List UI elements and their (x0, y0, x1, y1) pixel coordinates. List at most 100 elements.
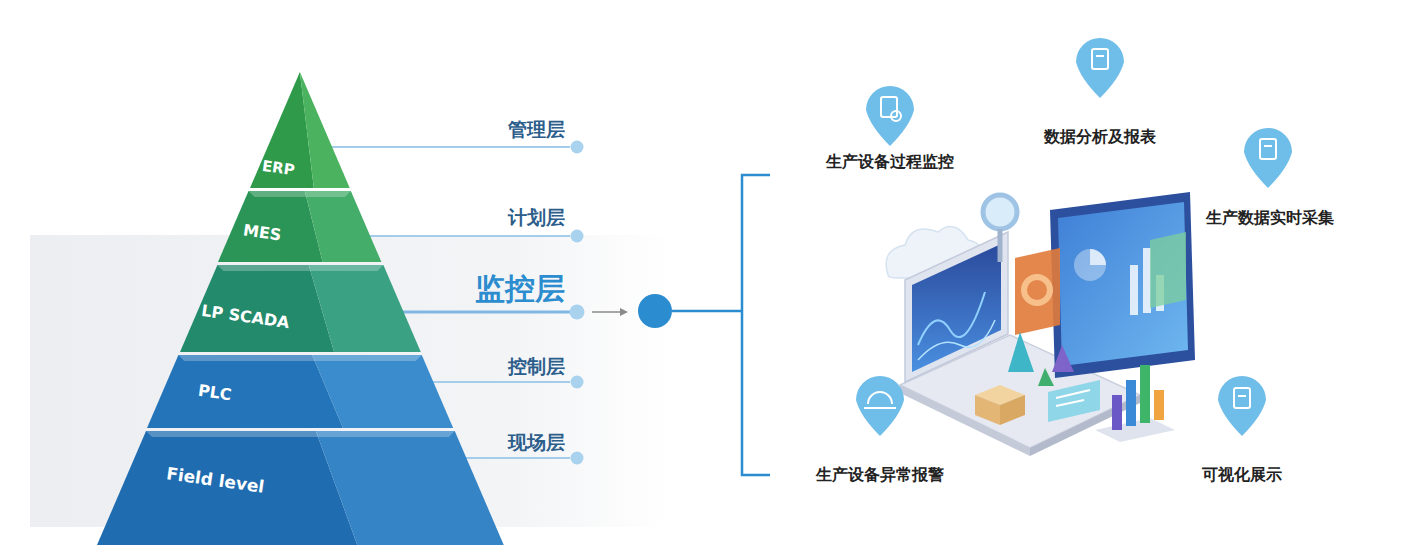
illustration-part (322, 146, 570, 148)
illustration-part (620, 308, 628, 316)
illustration-part (1150, 232, 1186, 308)
label-holder: 可视化展示 (1202, 465, 1282, 486)
layer-title-highlight: 监控层 (475, 269, 565, 310)
layer-face (312, 355, 453, 428)
function-label: 可视化展示 (1202, 465, 1282, 486)
illustration-part (905, 232, 1008, 382)
illustration-part (1260, 139, 1276, 159)
illustration-part (866, 86, 914, 146)
function-label: 生产数据实时采集 (1206, 208, 1334, 229)
plc-layer: PLC (147, 355, 453, 428)
illustration-part (891, 111, 901, 121)
illustration-part (1092, 49, 1108, 69)
illustration-part (918, 292, 985, 345)
illustration-part (672, 310, 742, 313)
field-layer: Field level (97, 431, 504, 545)
layer-face (305, 191, 382, 262)
layer-top-edge (249, 191, 351, 197)
illustration-part (856, 376, 904, 436)
illustration-part (868, 392, 892, 404)
illustration-part (1143, 248, 1151, 313)
label-holder: 监控层 (475, 269, 565, 310)
illustration-part (1074, 249, 1106, 281)
function-label: 生产设备异常报警 (816, 465, 944, 486)
mes-layer: MES (218, 191, 381, 262)
illustration-part (1008, 332, 1034, 372)
illustration-part (1218, 376, 1266, 436)
layer-title: 控制层 (508, 354, 565, 380)
illustration-part (998, 229, 1003, 262)
function-label: 数据分析及报表 (1044, 127, 1156, 148)
label-holder: 生产设备异常报警 (816, 465, 944, 486)
illustration-part (918, 320, 995, 360)
layer-face (147, 355, 343, 428)
layer-name: PLC (197, 380, 233, 404)
illustration-part (1154, 390, 1164, 420)
illustration-part (1264, 145, 1272, 147)
device-illustration (886, 192, 1195, 456)
layer-face (308, 265, 420, 352)
illustration-part (571, 452, 584, 465)
label-holder: 控制层 (508, 354, 565, 380)
illustration-part (1238, 395, 1246, 397)
illustration-part (1140, 365, 1150, 423)
illustration-part (1024, 277, 1050, 303)
illustration-part (881, 97, 897, 117)
illustration-part (1058, 202, 1188, 366)
illustration-part (1244, 128, 1292, 188)
bracket (742, 175, 770, 475)
illustration-part (1130, 265, 1138, 315)
illustration-part (1234, 388, 1250, 408)
illustration-part (1112, 395, 1122, 430)
illustration-part (864, 407, 896, 409)
label-holder: 计划层 (508, 205, 565, 231)
illustration-part (975, 395, 1000, 425)
layer-title: 管理层 (508, 117, 565, 143)
layer-face (218, 191, 323, 262)
illustration-part (571, 141, 584, 154)
illustration-part (742, 175, 770, 475)
illustration-part (1126, 380, 1136, 426)
illustration-part (1076, 38, 1124, 98)
leader-dots (570, 141, 585, 465)
layer-top-edge (146, 431, 455, 437)
label-holder: 生产数据实时采集 (1206, 208, 1334, 229)
illustration-part (1000, 395, 1025, 425)
illustration-part (912, 244, 1001, 372)
label-holder: 现场层 (508, 430, 565, 456)
illustration-part (1048, 380, 1100, 422)
scada-layer: LP SCADA (180, 265, 421, 352)
layer-face (180, 265, 334, 352)
illustration-part (1090, 249, 1106, 265)
illustration-part (1015, 248, 1060, 335)
layer-top-edge (217, 265, 383, 271)
illustration-part (1096, 55, 1104, 57)
illustration-part (570, 305, 585, 320)
illustration-part (983, 195, 1017, 229)
label-holder: 数据分析及报表 (1044, 127, 1156, 148)
label-holder: 生产设备过程监控 (826, 152, 954, 173)
illustration-part (1038, 368, 1054, 386)
illustration-part (592, 311, 620, 313)
layer-face (300, 72, 350, 188)
illustration-part (1052, 345, 1074, 372)
label-holder: 管理层 (508, 117, 565, 143)
pin-icons (864, 49, 1276, 408)
layer-title: 现场层 (508, 430, 565, 456)
erp-layer: ERP (250, 72, 350, 188)
illustration-part (1056, 390, 1090, 398)
layer-face (97, 431, 357, 545)
illustration-part (571, 230, 584, 243)
illustration-part (1056, 400, 1084, 406)
function-label: 生产设备过程监控 (826, 152, 954, 173)
layer-shape (97, 431, 504, 545)
illustration-part (638, 294, 672, 328)
layer-top-edge (178, 355, 421, 361)
illustration-part (571, 376, 584, 389)
layer-title: 计划层 (508, 205, 565, 231)
map-pins (856, 38, 1292, 436)
illustration-part (1050, 192, 1195, 378)
layer-face (315, 431, 503, 545)
layer-shape (147, 355, 453, 428)
